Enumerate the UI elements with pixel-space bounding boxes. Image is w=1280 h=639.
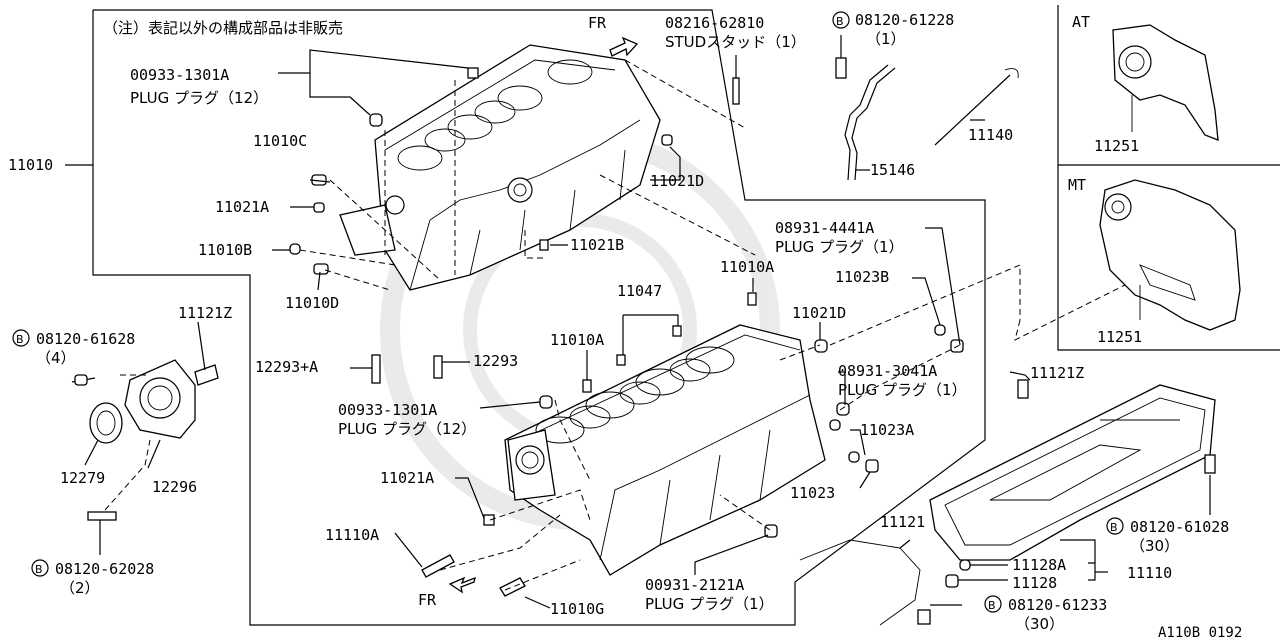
label-12296: 12296 [152,478,197,496]
label-11021A-top: 11021A [215,198,269,216]
label-08216-desc: STUDスタッド（1） [665,33,806,51]
label-11128A: 11128A [1012,556,1066,574]
label-11010A-right: 11010A [720,258,774,276]
label-08216: 08216-62810 [665,14,764,32]
fr-arrow-top: FR [588,14,639,57]
fr-bottom-label: FR [418,591,437,609]
label-08120-61028: 08120-61028 [1130,518,1229,536]
bolt-marker-61028-letter: B [1110,521,1118,534]
label-11021A-bot: 11021A [380,469,434,487]
label-11010A-mid: 11010A [550,331,604,349]
label-08931-4441-desc: PLUG プラグ（1） [775,238,904,256]
leader-lines [65,35,1211,609]
label-08120-61233-qty: （30） [1015,615,1064,633]
mt-part-label: 11251 [1097,328,1142,346]
bolt-marker-62028 [31,559,49,577]
label-11010G: 11010G [550,600,604,618]
label-08931-3041-desc: PLUG プラグ（1） [838,381,967,399]
label-11121Z-left: 11121Z [178,304,232,322]
label-00933-mid: 00933-1301A [338,401,437,419]
bolt-marker-61233-letter: B [988,599,996,612]
engine-block-bottom [504,324,826,576]
label-11023A: 11023A [860,421,914,439]
label-00933-top: 00933-1301A [130,66,229,84]
label-11010: 11010 [8,156,53,174]
transmission-boxes: AT MT 11251 11251 [1057,5,1280,351]
label-11021B: 11021B [570,236,624,254]
oil-pan [929,384,1216,561]
engine-block-top [339,44,661,291]
fr-arrow-bottom: FR [418,576,476,609]
label-11128: 11128 [1012,574,1057,592]
label-11047: 11047 [617,282,662,300]
label-11021D-top: 11021D [650,172,704,190]
bolt-marker-61628-letter: B [16,333,24,346]
label-08120-62028: 08120-62028 [55,560,154,578]
label-08120-62028-qty: （2） [60,579,100,597]
label-08120-61628-qty: （4） [36,349,76,367]
fr-top-label: FR [588,14,607,32]
label-15146: 15146 [870,161,915,179]
bolt-marker-61628 [12,329,30,347]
label-12279: 12279 [60,469,105,487]
label-08931-3041: 08931-3041A [838,362,937,380]
bolt-marker-61233 [984,595,1002,613]
label-00933-mid-desc: PLUG プラグ（12） [338,420,476,438]
at-part-label: 11251 [1094,137,1139,155]
diagram-code: A110B 0192 [1158,625,1242,639]
at-label: AT [1072,13,1090,31]
note-text: （注）表記以外の構成部品は非販売 [103,19,343,37]
label-00931-desc: PLUG プラグ（1） [645,595,774,613]
main-frame [92,9,986,626]
label-11010C: 11010C [253,132,307,150]
bolt-marker-61228-letter: B [836,15,844,28]
label-08120-61233: 08120-61233 [1008,596,1107,614]
label-08120-61228-qty: （1） [866,30,906,48]
label-11110A: 11110A [325,526,379,544]
mt-label: MT [1068,176,1086,194]
label-00933-top-desc: PLUG プラグ（12） [130,89,268,107]
label-11021D-mid: 11021D [792,304,846,322]
rear-seal-housing [71,359,219,444]
label-11121Z-right: 11121Z [1030,364,1084,382]
label-12293: 12293 [473,352,518,370]
label-12293A: 12293+A [255,358,318,376]
bolt-marker-61228 [832,11,850,29]
dipstick-guide [732,57,1019,181]
bolt-marker-61028 [1106,517,1124,535]
label-11023: 11023 [790,484,835,502]
label-11110: 11110 [1127,564,1172,582]
label-11140: 11140 [968,126,1013,144]
bolt-marker-62028-letter: B [35,563,43,576]
label-11010B: 11010B [198,241,252,259]
label-11121: 11121 [880,513,925,531]
label-11010D: 11010D [285,294,339,312]
label-08120-61228: 08120-61228 [855,11,954,29]
oil-pan-gasket [799,539,921,626]
label-08120-61028-qty: （30） [1130,537,1179,555]
label-11023B: 11023B [835,268,889,286]
label-08120-61628: 08120-61628 [36,330,135,348]
callout-labels: （注）表記以外の構成部品は非販売 11010 00933-1301A PLUG … [8,11,1242,639]
label-00931: 00931-2121A [645,576,744,594]
label-08931-4441: 08931-4441A [775,219,874,237]
